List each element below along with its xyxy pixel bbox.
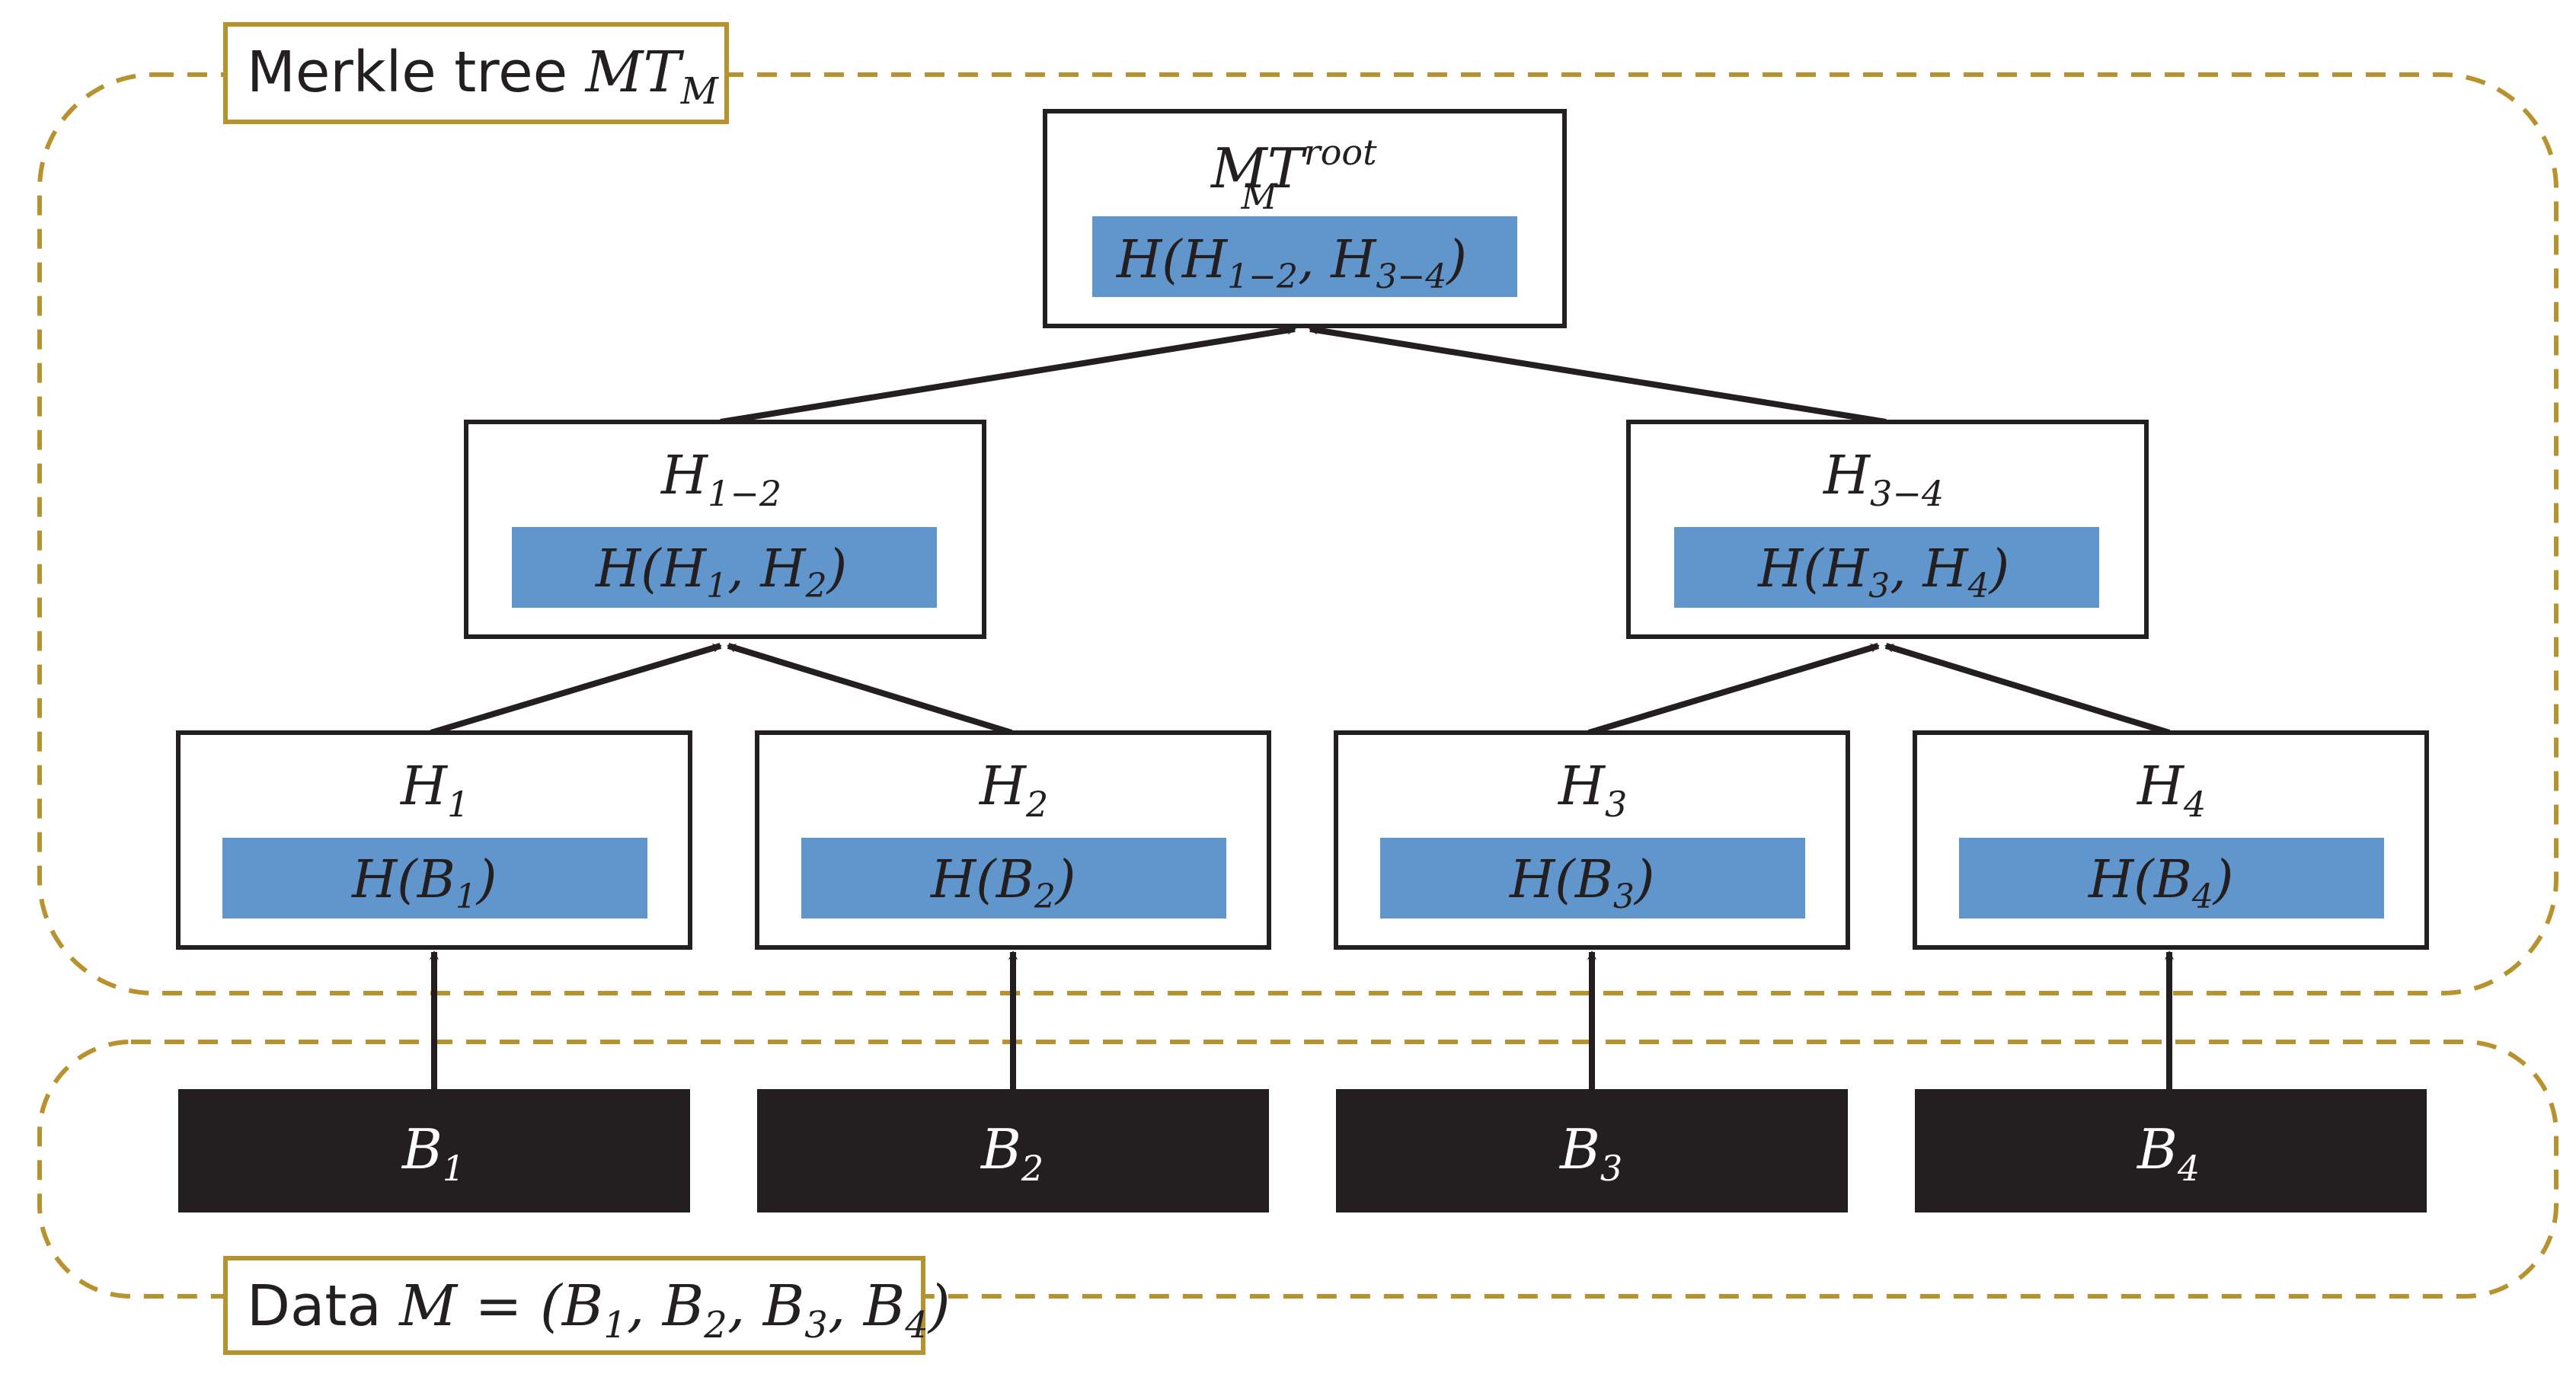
h3-node-label: H3 (1557, 755, 1627, 825)
h2-node-label: H2 (978, 755, 1048, 825)
arrow-h4-to-h34 (1884, 643, 2171, 736)
svg-text:Data M = (B1, B2, B3, B4): Data M = (B1, B2, B3, B4) (247, 1273, 951, 1347)
h1-hash-box (222, 838, 647, 919)
svg-text:B3: B3 (1558, 1117, 1622, 1189)
h4-hash-text: H(B4) (2087, 850, 2233, 916)
data-block-b1: B1 (178, 1089, 690, 1212)
h12-hash-text: H(H1, H2) (594, 539, 847, 605)
h12-hash-box (512, 527, 937, 608)
h2-hash-box (801, 838, 1226, 919)
data-label-prefix: Data (247, 1273, 399, 1339)
root-hash-text: H(H1−2, H3−4) (1115, 230, 1467, 296)
arrow-h12-to-root (720, 325, 1296, 425)
h34-hash-text: H(H3, H4) (1756, 539, 2009, 605)
h3-node: H3 H(B3) (1334, 730, 1850, 950)
h34-hash-box (1674, 527, 2099, 608)
h1-node-label: H1 (399, 755, 469, 825)
h4-hash-box (1959, 838, 2384, 919)
merkle-tree-label: Merkle tree MTM (223, 22, 729, 124)
data-label-formula: M = (B (398, 1273, 603, 1339)
data-group-border (37, 1040, 2558, 1299)
arrow-h3-to-h34 (1587, 643, 1880, 736)
data-label: Data M = (B1, B2, B3, B4) (223, 1256, 951, 1355)
data-block-b4: B4 (1915, 1089, 2427, 1212)
merkle-tree-label-prefix: Merkle tree (247, 40, 586, 105)
svg-text:B1: B1 (401, 1117, 465, 1189)
h1-hash-text: H(B1) (350, 850, 497, 916)
data-block-b2: B2 (757, 1089, 1269, 1212)
merkle-tree-label-symbol: MT (584, 40, 685, 105)
root-hash-box (1092, 216, 1517, 297)
h12-node-label: H1−2 (660, 444, 781, 514)
h3-hash-text: H(B3) (1508, 850, 1654, 916)
data-block-b3: B3 (1336, 1089, 1848, 1212)
arrow-h1-to-h12 (430, 643, 722, 736)
h2-hash-text: H(B2) (929, 850, 1075, 916)
h34-node-label: H3−4 (1822, 444, 1944, 514)
h12-node: H1−2 H(H1, H2) (464, 420, 986, 639)
h2-node: H2 H(B2) (755, 730, 1271, 950)
h4-node-label: H4 (2136, 755, 2206, 825)
merkle-tree-group-border (37, 72, 2558, 995)
svg-text:B4: B4 (2136, 1117, 2200, 1189)
arrow-h2-to-h12 (727, 643, 1013, 736)
arrow-h34-to-root (1309, 325, 1887, 425)
h1-node: H1 H(B1) (176, 730, 692, 950)
svg-text:Merkle tree MTM: Merkle tree MTM (247, 40, 720, 113)
h3-hash-box (1380, 838, 1805, 919)
h34-node: H3−4 H(H3, H4) (1626, 420, 2149, 639)
merkle-tree-label-sub: M (680, 70, 720, 113)
h4-node: H4 H(B4) (1913, 730, 2429, 950)
svg-text:B2: B2 (980, 1117, 1044, 1189)
